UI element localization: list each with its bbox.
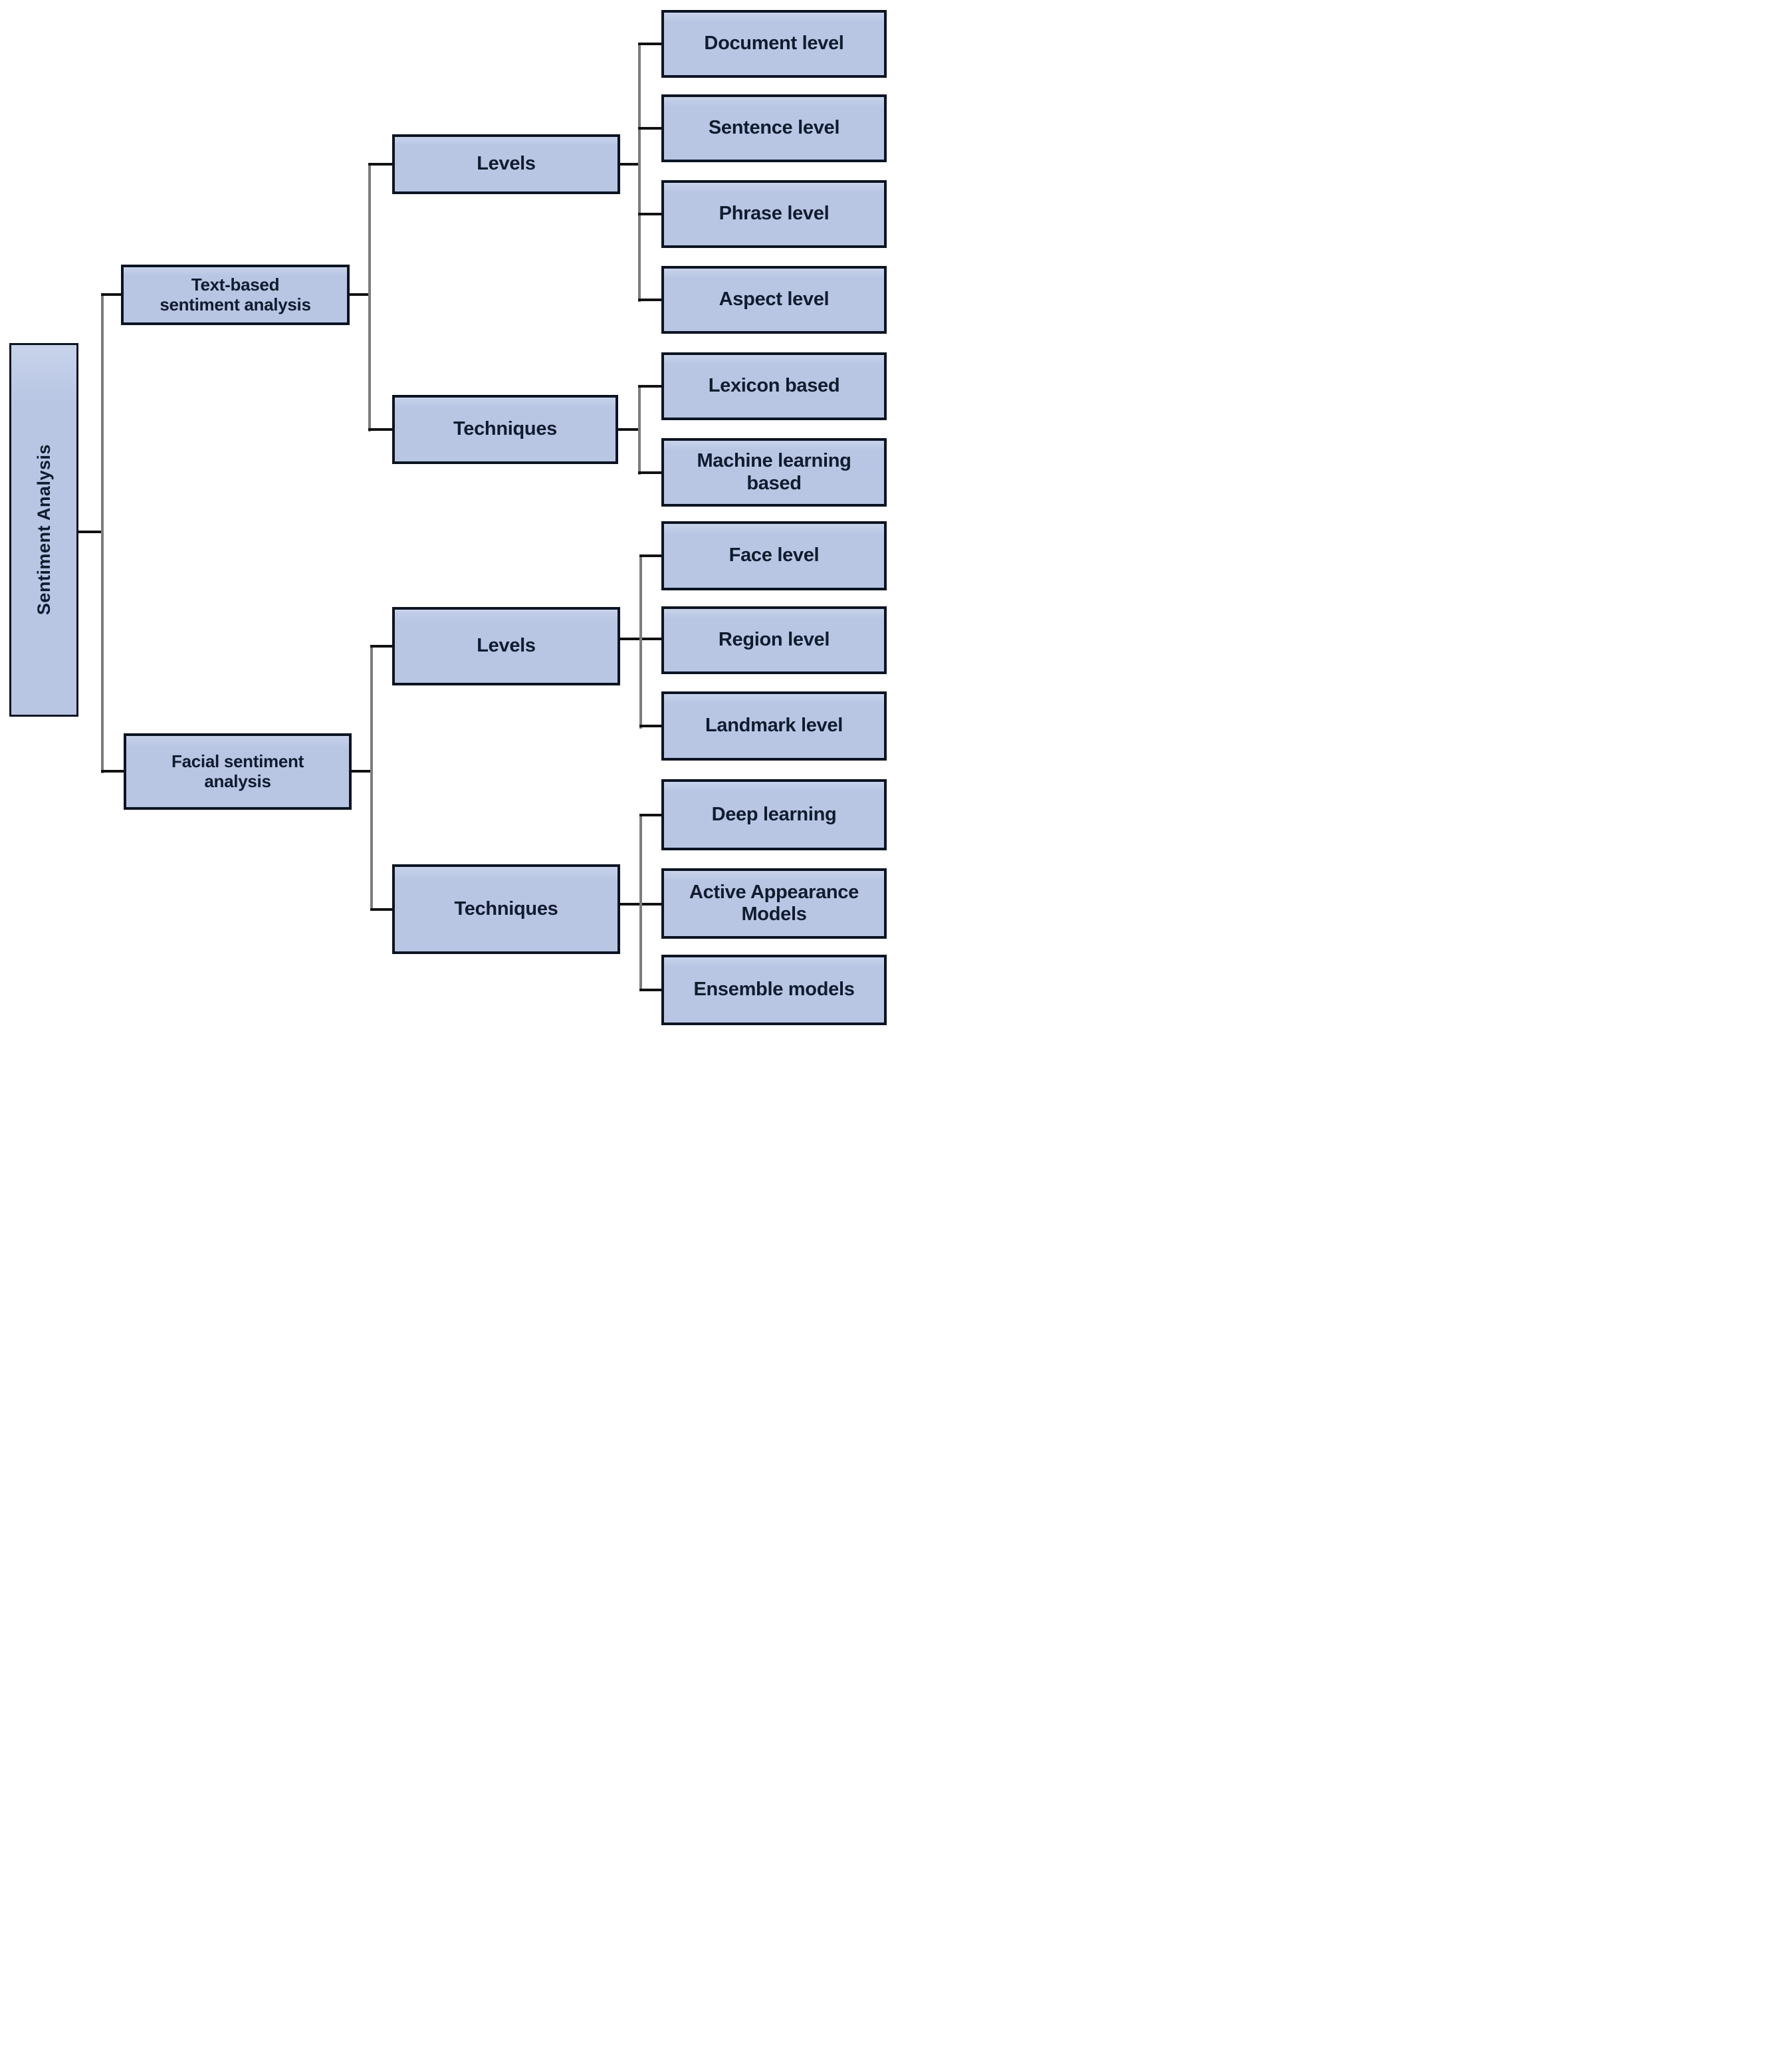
node-sentence-level: Sentence level xyxy=(661,94,887,162)
node-label: Deep learning xyxy=(711,803,837,825)
connector-facial-out xyxy=(350,770,373,773)
node-text-based-sentiment-analysis: Text-based sentiment analysis xyxy=(121,265,350,325)
node-text-techniques: Techniques xyxy=(392,395,618,464)
node-facial-sentiment-analysis: Facial sentiment analysis xyxy=(124,733,352,810)
connector-trunk-facial xyxy=(370,645,373,911)
node-label: Techniques xyxy=(453,418,557,440)
connector-trunk-techniques2 xyxy=(639,814,642,991)
node-label: Ensemble models xyxy=(693,979,855,1001)
connector-techniques1-in xyxy=(368,428,395,431)
connector-techniques1-out xyxy=(617,428,641,431)
node-landmark-level: Landmark level xyxy=(661,691,887,761)
node-facial-levels: Levels xyxy=(392,607,620,685)
connector-phrase-level-in xyxy=(638,213,663,215)
node-label: Sentiment Analysis xyxy=(33,444,54,616)
connector-lexicon-based-in xyxy=(638,385,663,388)
connector-landmark-level-in xyxy=(639,725,663,727)
node-label: Techniques xyxy=(454,898,558,919)
connector-techniques2-in xyxy=(370,908,394,911)
connector-levels1-out xyxy=(619,163,641,166)
node-sentiment-analysis: Sentiment Analysis xyxy=(9,343,78,717)
connector-face-level-in xyxy=(639,554,663,557)
node-label: Sentence level xyxy=(708,117,840,139)
node-label: Face level xyxy=(728,544,820,566)
node-label: Facial sentiment analysis xyxy=(171,751,304,791)
connector-ensemble-models-in xyxy=(639,989,663,991)
node-label: Region level xyxy=(718,629,830,651)
connector-facial-in xyxy=(101,770,126,773)
node-label: Lexicon based xyxy=(708,375,840,397)
node-label: Text-based sentiment analysis xyxy=(160,274,311,314)
connector-trunk-techniques1 xyxy=(638,385,641,475)
connector-root-stub xyxy=(77,531,104,533)
connector-trunk-levels2 xyxy=(639,554,642,729)
connector-document-level-in xyxy=(638,43,663,45)
node-text-levels: Levels xyxy=(392,134,620,194)
node-label: Aspect level xyxy=(719,289,830,310)
node-face-level: Face level xyxy=(661,521,887,590)
node-ensemble-models: Ensemble models xyxy=(661,955,887,1025)
connector-levels2-in xyxy=(370,645,394,648)
node-label: Active Appearance Models xyxy=(689,881,859,925)
node-facial-techniques: Techniques xyxy=(392,864,620,954)
node-label: Levels xyxy=(477,635,536,657)
connector-trunk-text-based xyxy=(368,163,371,431)
connector-machine-learning-in xyxy=(638,471,663,474)
node-region-level: Region level xyxy=(661,606,887,674)
connector-levels1-in xyxy=(368,163,395,166)
connector-aspect-level-in xyxy=(638,299,663,301)
connector-deep-learning-in xyxy=(639,814,663,816)
node-lexicon-based: Lexicon based xyxy=(661,352,887,420)
node-label: Machine learning based xyxy=(697,450,851,494)
node-deep-learning: Deep learning xyxy=(661,779,887,850)
connector-trunk-levels1 xyxy=(638,43,641,302)
connector-text-based-out xyxy=(348,293,371,296)
connector-trunk-root xyxy=(101,293,104,773)
node-document-level: Document level xyxy=(661,10,887,78)
node-machine-learning-based: Machine learning based xyxy=(661,438,887,507)
node-active-appearance-models: Active Appearance Models xyxy=(661,868,887,939)
node-phrase-level: Phrase level xyxy=(661,180,887,248)
node-aspect-level: Aspect level xyxy=(661,266,887,334)
diagram-canvas: Sentiment Analysis Text-based sentiment … xyxy=(0,0,896,1028)
node-label: Landmark level xyxy=(705,715,843,737)
connector-text-based-in xyxy=(101,293,124,296)
node-label: Levels xyxy=(477,153,536,175)
node-label: Document level xyxy=(704,33,844,55)
connector-sentence-level-in xyxy=(638,127,663,130)
node-label: Phrase level xyxy=(719,203,830,225)
